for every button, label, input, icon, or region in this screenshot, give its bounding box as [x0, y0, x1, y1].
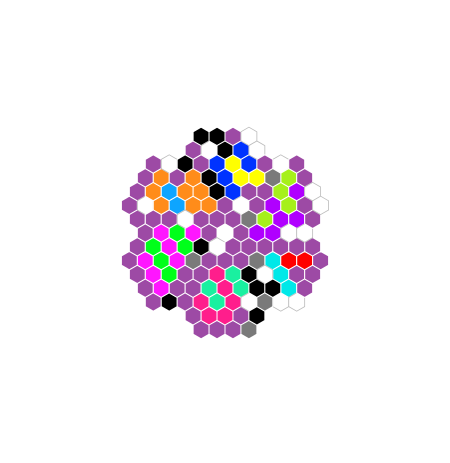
hex-cell[interactable]	[312, 250, 330, 271]
hex-cell[interactable]	[264, 278, 282, 298]
hex-cell[interactable]	[264, 168, 282, 188]
hex-cell[interactable]	[312, 195, 329, 216]
hex-cell[interactable]	[216, 195, 234, 216]
rosette-upper-left	[168, 237, 282, 340]
